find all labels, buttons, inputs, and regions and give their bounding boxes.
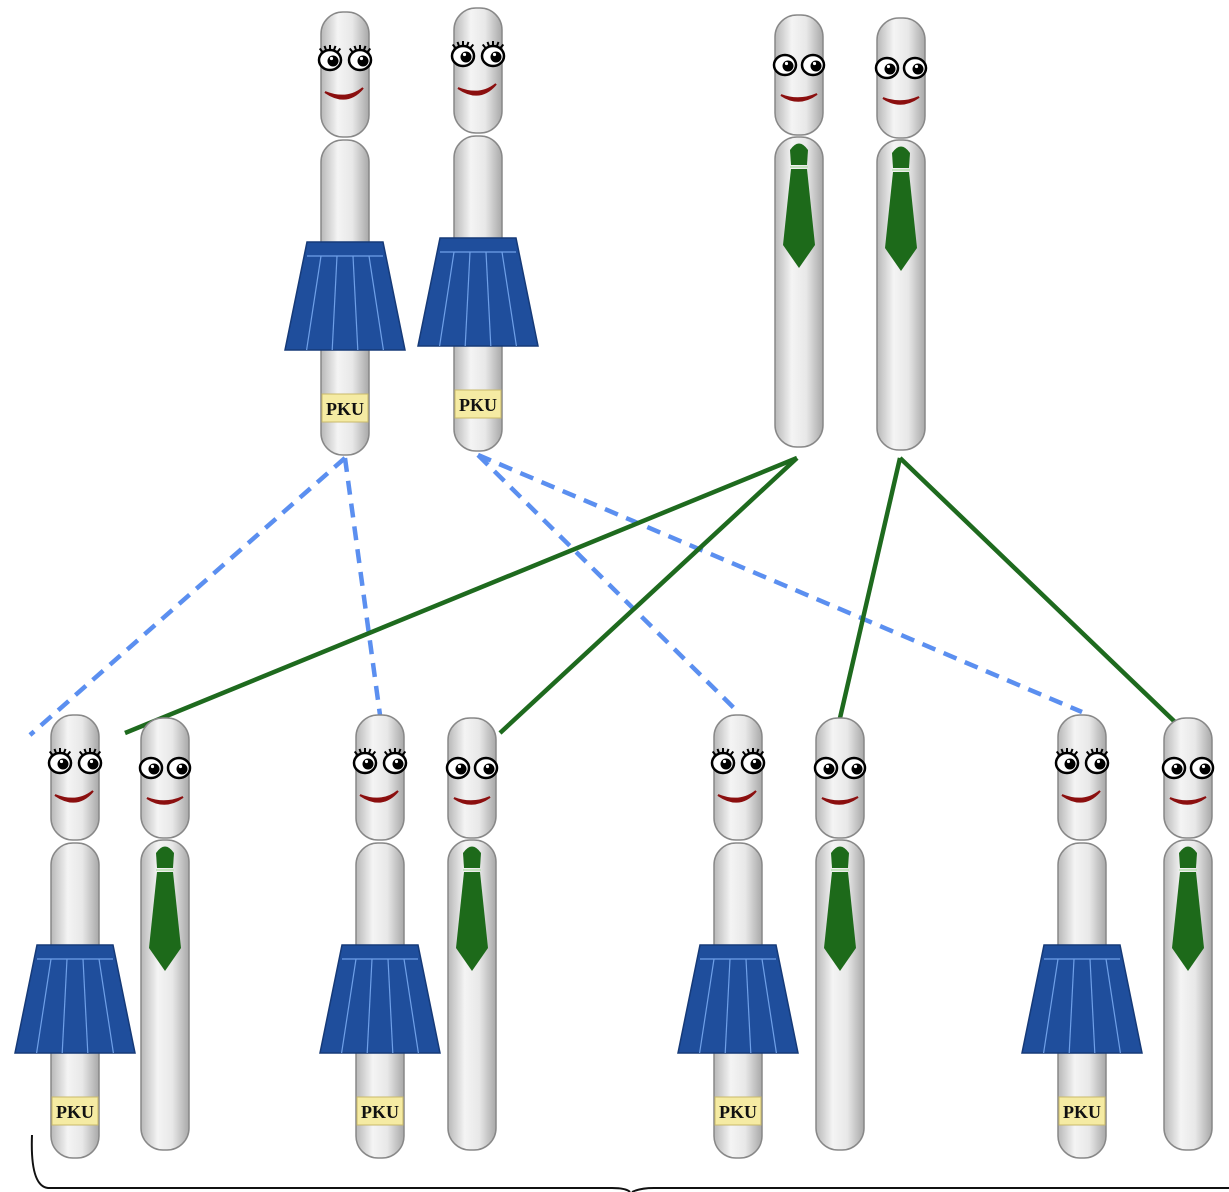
smile-icon [821,796,859,805]
pku-gene-band: PKU [321,393,369,423]
smile-icon [717,790,757,803]
eyes-icon [772,53,826,77]
y-chromosome [874,17,928,451]
smile-icon [54,790,94,803]
eyes-icon [1161,756,1215,780]
eyes-icon [1054,748,1110,775]
chromosomes: PKU PKU PKU PKU PKU PKU [14,7,1215,1159]
y-chromosome [772,14,826,448]
x-chromosome: PKU [677,714,799,1159]
offspring-bracket [30,1134,631,1192]
skirt-icon [1021,944,1143,1054]
eyes-icon [710,748,766,775]
pku-gene-band: PKU [51,1096,99,1126]
x-chromosome: PKU [319,714,441,1159]
skirt-icon [14,944,136,1054]
y-chromosome [813,717,867,1151]
pku-gene-band: PKU [454,389,502,419]
eyes-icon [352,748,408,775]
smile-icon [1061,790,1101,803]
smile-icon [457,83,497,96]
necktie-icon [885,146,917,271]
eyes-icon [138,756,192,780]
smile-icon [324,87,364,100]
paternal-inheritance-line [898,456,1177,724]
smile-icon [882,96,920,105]
y-chromosome [138,717,192,1151]
skirt-icon [677,944,799,1054]
paternal-inheritance-line [124,455,798,736]
skirt-icon [417,237,539,347]
skirt-icon [284,241,406,351]
pku-label: PKU [459,395,497,415]
necktie-icon [783,143,815,268]
smile-icon [359,790,399,803]
y-chromosome [1161,717,1215,1151]
x-chromosome: PKU [1021,714,1143,1159]
maternal-inheritance-line [28,456,347,737]
eyes-icon [874,56,928,80]
eyes-icon [317,45,373,72]
pku-label: PKU [1063,1102,1101,1122]
maternal-inheritance-line [476,453,740,714]
pku-gene-band: PKU [1058,1096,1106,1126]
pku-label: PKU [326,399,364,419]
smile-icon [1169,796,1207,805]
necktie-icon [824,846,856,971]
offspring-bracket-right [631,1187,1229,1192]
pku-gene-band: PKU [356,1096,404,1126]
necktie-icon [1172,846,1204,971]
y-chromosome [445,717,499,1151]
eyes-icon [445,756,499,780]
pku-label: PKU [56,1102,94,1122]
pku-label: PKU [719,1102,757,1122]
eyes-icon [450,41,506,68]
pku-gene-band: PKU [714,1096,762,1126]
paternal-inheritance-line [498,456,799,735]
x-chromosome: PKU [14,714,136,1159]
x-chromosome: PKU [284,11,406,456]
smile-icon [780,93,818,102]
eyes-icon [47,748,103,775]
x-chromosome: PKU [417,7,539,452]
smile-icon [146,796,184,805]
inheritance-lines [28,452,1177,737]
maternal-inheritance-line [342,457,383,716]
eyes-icon [813,756,867,780]
pku-label: PKU [361,1102,399,1122]
smile-icon [453,796,491,805]
paternal-inheritance-line [837,457,903,719]
necktie-icon [456,846,488,971]
maternal-inheritance-line [477,452,1083,715]
necktie-icon [149,846,181,971]
skirt-icon [319,944,441,1054]
